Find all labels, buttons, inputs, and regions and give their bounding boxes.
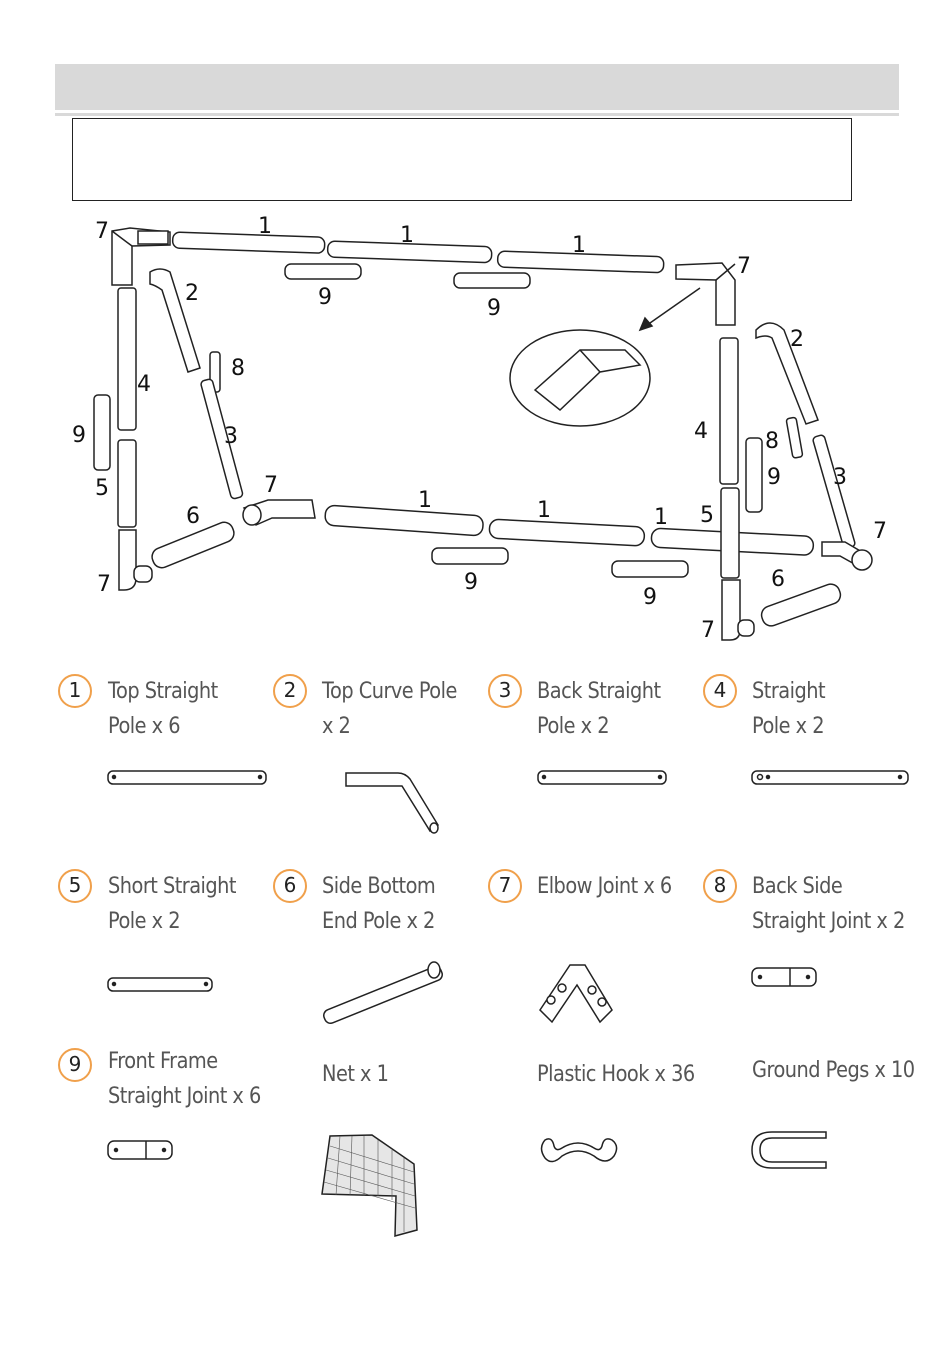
assembly-diagram: 7 1 1 1 7 9 9 2 2 8 8 4 4 3 3 9 9 5 5 6 … <box>72 214 887 643</box>
top-pole-a <box>171 231 326 254</box>
top-left-elbow <box>111 227 171 286</box>
bottom-joint-b <box>611 560 689 578</box>
straight-joint-icon <box>751 967 817 987</box>
part-9-badge: 9 <box>58 1048 92 1082</box>
elbow-joint-icon <box>539 964 613 1024</box>
peg-icon <box>751 1131 827 1169</box>
left-back-pole <box>200 378 244 500</box>
detail-magnifier <box>509 329 651 427</box>
part-1-badge: 1 <box>58 674 92 708</box>
hook-icon <box>540 1138 618 1163</box>
label-left-back-pole: 3 <box>224 424 238 449</box>
top-pole-b <box>326 240 493 264</box>
label-bottom-right-front-elbow: 7 <box>701 618 715 643</box>
part-6-label: Side Bottom End Pole x 2 <box>322 874 436 934</box>
part-2-badge: 2 <box>273 674 307 708</box>
net-label: Net x 1 <box>322 1062 389 1087</box>
label-left-curve: 2 <box>185 281 199 306</box>
right-joint <box>745 437 763 513</box>
left-joint <box>93 394 111 471</box>
right-straight-pole <box>719 337 739 485</box>
right-short-pole <box>720 487 740 579</box>
top-joint-b <box>453 272 531 289</box>
label-top-left-elbow: 7 <box>95 219 109 244</box>
bottom-right-front-elbow <box>721 579 755 641</box>
label-right-joint: 9 <box>767 465 781 490</box>
label-right-side-bottom: 6 <box>771 567 785 592</box>
short-pole-icon <box>107 977 213 992</box>
label-top-pole-c: 1 <box>572 233 586 258</box>
label-bottom-left-back-elbow: 7 <box>264 473 278 498</box>
part-4-label: Straight Pole x 2 <box>752 679 826 739</box>
label-left-straight: 4 <box>137 372 151 397</box>
straight-pole-icon <box>107 770 267 785</box>
top-joint-a <box>284 263 362 280</box>
right-side-bottom-pole <box>760 583 842 627</box>
label-top-pole-a: 1 <box>258 214 272 239</box>
right-back-pole <box>812 434 856 549</box>
hook-label: Plastic Hook x 36 <box>537 1062 695 1087</box>
label-left-joint: 9 <box>72 423 86 448</box>
right-back-joint <box>785 416 804 459</box>
part-8-badge: 8 <box>703 869 737 903</box>
label-right-short: 5 <box>700 503 714 528</box>
part-1-label: Top Straight Pole x 6 <box>108 679 218 739</box>
label-right-back-pole: 3 <box>833 465 847 490</box>
label-top-joint-a: 9 <box>318 285 332 310</box>
straight-pole-icon <box>751 770 909 785</box>
label-bottom-joint-b: 9 <box>643 585 657 610</box>
bottom-joint-a <box>431 547 509 565</box>
left-straight-pole <box>117 287 137 431</box>
angled-pole-icon <box>323 961 443 1025</box>
net-icon <box>321 1134 418 1237</box>
label-top-joint-b: 9 <box>487 296 501 321</box>
part-8-label: Back Side Straight Joint x 2 <box>752 874 905 934</box>
part-9-label: Front Frame Straight Joint x 6 <box>108 1049 261 1109</box>
label-right-curve: 2 <box>790 327 804 352</box>
straight-joint-icon <box>107 1140 173 1160</box>
straight-pole-icon <box>537 770 667 785</box>
detail-arrow-head <box>638 316 654 332</box>
bottom-left-back-elbow <box>242 499 316 526</box>
label-bottom-left-front-elbow: 7 <box>97 572 111 597</box>
label-bottom-pole-a: 1 <box>418 488 432 513</box>
part-7-label: Elbow Joint x 6 <box>537 874 672 899</box>
label-right-back-joint: 8 <box>765 429 779 454</box>
part-6-badge: 6 <box>273 869 307 903</box>
curve-pole-icon <box>345 772 439 834</box>
left-curve-pole <box>149 268 201 373</box>
bottom-left-front-elbow <box>118 529 153 591</box>
right-curve-pole <box>755 322 819 425</box>
left-short-pole <box>117 439 137 528</box>
label-top-pole-b: 1 <box>400 223 414 248</box>
label-left-short: 5 <box>95 476 109 501</box>
label-bottom-pole-b: 1 <box>537 498 551 523</box>
label-top-right-elbow: 7 <box>737 254 751 279</box>
bottom-pole-b <box>488 518 646 547</box>
label-bottom-joint-a: 9 <box>464 570 478 595</box>
label-left-back-joint: 8 <box>231 356 245 381</box>
header-bar <box>55 64 899 110</box>
part-4-badge: 4 <box>703 674 737 708</box>
part-7-badge: 7 <box>488 869 522 903</box>
part-5-badge: 5 <box>58 869 92 903</box>
header-box <box>72 118 852 201</box>
header-divider <box>55 113 899 116</box>
label-right-straight: 4 <box>694 419 708 444</box>
part-2-label: Top Curve Pole x 2 <box>322 679 457 739</box>
left-side-bottom-pole <box>151 521 235 569</box>
part-3-badge: 3 <box>488 674 522 708</box>
peg-label: Ground Pegs x 10 <box>752 1058 915 1083</box>
label-left-side-bottom: 6 <box>186 504 200 529</box>
part-3-label: Back Straight Pole x 2 <box>537 679 661 739</box>
bottom-pole-a <box>324 504 484 537</box>
top-pole-c <box>496 250 665 274</box>
top-right-elbow <box>675 262 736 326</box>
label-bottom-pole-c: 1 <box>654 505 668 530</box>
bottom-right-back-elbow <box>821 541 873 571</box>
part-5-label: Short Straight Pole x 2 <box>108 874 236 934</box>
label-bottom-right-back-elbow: 7 <box>873 519 887 544</box>
